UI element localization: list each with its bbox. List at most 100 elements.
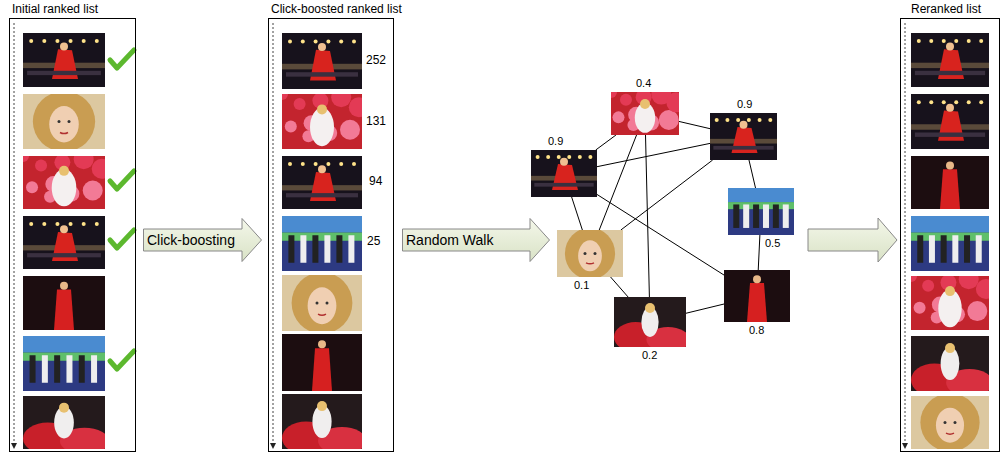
list-image	[911, 94, 989, 149]
relevance-score: 0.5	[764, 237, 781, 249]
graph-image-node: 0.2	[614, 297, 686, 347]
rank-axis	[10, 19, 22, 451]
list-image	[23, 216, 105, 269]
edge-line	[596, 135, 616, 150]
list-image	[911, 336, 989, 391]
list-image	[23, 396, 105, 449]
block-arrow	[808, 218, 897, 262]
photo-thumbnail	[728, 188, 794, 235]
list-image	[911, 33, 989, 87]
panel-title: Click-boosted ranked list	[271, 2, 402, 16]
graph-image-node: 0.8	[724, 270, 790, 322]
click-count: 252	[366, 53, 386, 67]
photo-thumbnail	[614, 297, 686, 347]
graph-image-node: 0.9	[531, 150, 597, 197]
photo-thumbnail	[23, 216, 105, 269]
photo-thumbnail	[23, 156, 105, 209]
photo-thumbnail	[23, 336, 105, 391]
click-count: 25	[367, 234, 380, 248]
list-image	[23, 336, 105, 391]
block-arrow: Random Walk	[402, 218, 550, 262]
relevance-score: 0.1	[573, 279, 590, 291]
list-image	[911, 216, 989, 271]
arrow-label: Click-boosting	[147, 232, 235, 248]
graph-edge	[749, 160, 756, 188]
list-image	[282, 156, 362, 209]
graph-edge	[597, 143, 710, 166]
list-image	[23, 276, 105, 330]
edge-line	[646, 135, 650, 297]
edge-line	[749, 160, 756, 188]
photo-thumbnail	[282, 394, 362, 449]
click-count: 131	[366, 114, 386, 128]
list-image	[282, 33, 362, 89]
graph-image-node: 0.4	[611, 92, 679, 135]
list-image	[911, 156, 989, 209]
edge-line	[679, 121, 710, 128]
photo-thumbnail	[282, 156, 362, 209]
list-image	[911, 396, 989, 449]
graph-edge	[596, 135, 616, 150]
photo-thumbnail	[911, 396, 989, 449]
photo-thumbnail	[911, 94, 989, 149]
list-image	[282, 94, 362, 149]
photo-thumbnail	[911, 216, 989, 271]
photo-thumbnail	[531, 150, 597, 197]
photo-thumbnail	[611, 92, 679, 135]
relevance-score: 0.8	[748, 324, 765, 336]
edge-line	[686, 304, 724, 313]
list-image	[23, 33, 105, 87]
rank-axis	[269, 19, 281, 451]
photo-thumbnail	[557, 230, 623, 277]
list-image	[282, 216, 362, 271]
list-image	[23, 156, 105, 209]
graph-image-node: 0.5	[728, 188, 794, 235]
photo-thumbnail	[724, 270, 790, 322]
graph-image-node: 0.1	[557, 230, 623, 277]
graph-edge	[679, 121, 710, 128]
graph-edge	[621, 160, 713, 230]
panel-title: Reranked list	[911, 2, 981, 16]
list-image	[23, 94, 105, 149]
photo-thumbnail	[282, 94, 362, 149]
list-image	[282, 334, 362, 391]
ranked-list-panel: Initial ranked list	[9, 18, 136, 452]
click-count: 94	[369, 174, 382, 188]
photo-thumbnail	[911, 336, 989, 391]
list-image	[282, 394, 362, 449]
photo-thumbnail	[282, 33, 362, 89]
relevance-score: 0.9	[547, 135, 564, 147]
photo-thumbnail	[23, 33, 105, 87]
block-arrow: Click-boosting	[143, 218, 262, 262]
graph-image-node: 0.9	[710, 113, 777, 160]
photo-thumbnail	[710, 113, 777, 160]
photo-thumbnail	[911, 276, 989, 330]
photo-thumbnail	[23, 276, 105, 330]
panel-title: Initial ranked list	[12, 2, 98, 16]
edge-line	[597, 143, 710, 166]
relevance-score: 0.9	[736, 98, 753, 110]
list-image	[282, 275, 362, 331]
relevance-score: 0.2	[641, 349, 658, 361]
photo-thumbnail	[911, 156, 989, 209]
relevance-score: 0.4	[635, 77, 652, 89]
edge-line	[758, 235, 760, 270]
edge-line	[621, 160, 713, 230]
photo-thumbnail	[282, 334, 362, 391]
list-image	[911, 276, 989, 330]
arrow-label: Random Walk	[406, 232, 493, 248]
ranked-list-panel: Reranked list	[900, 18, 1000, 452]
graph-edge	[611, 277, 629, 297]
photo-thumbnail	[911, 33, 989, 87]
edge-line	[572, 197, 583, 230]
photo-thumbnail	[23, 396, 105, 449]
graph-edge	[758, 235, 760, 270]
photo-thumbnail	[23, 94, 105, 149]
graph-edge	[686, 304, 724, 313]
graph-edge	[646, 135, 650, 297]
check-mark	[110, 50, 134, 369]
graph-edge	[572, 197, 583, 230]
edge-line	[611, 277, 629, 297]
